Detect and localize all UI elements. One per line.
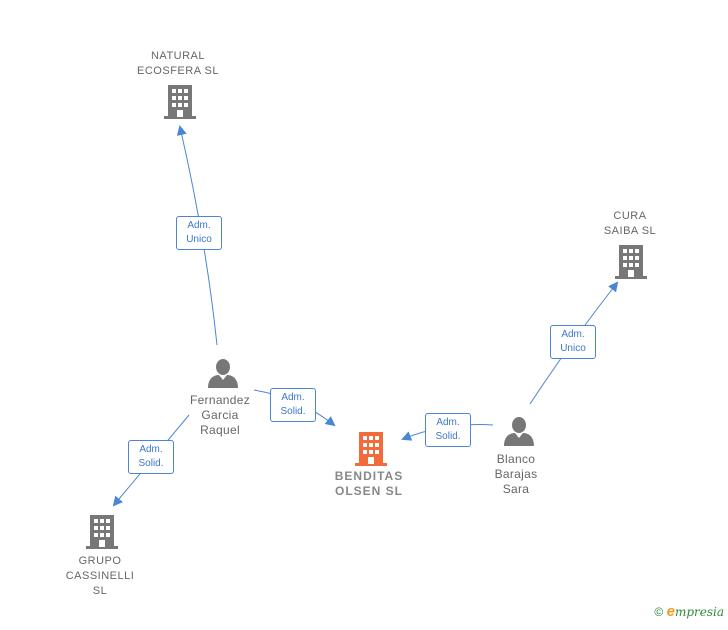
label-line: Barajas xyxy=(494,467,538,481)
node-label-cura-saiba[interactable]: CURA SAIBA SL xyxy=(580,209,680,239)
label-line: SL xyxy=(92,585,108,597)
label-line: Garcia xyxy=(201,408,239,422)
edge-label-line: Solid. xyxy=(138,458,164,469)
edge-label-fernandez-natural[interactable]: Adm. Unico xyxy=(176,216,222,250)
label-line: ECOSFERA SL xyxy=(137,65,219,77)
building-icon[interactable] xyxy=(615,245,647,279)
edge-label-line: Unico xyxy=(560,343,586,354)
person-icon[interactable] xyxy=(503,416,535,446)
node-label-natural-ecosfera[interactable]: NATURAL ECOSFERA SL xyxy=(118,49,238,79)
edge-label-line: Solid. xyxy=(435,431,461,442)
copyright-symbol: © xyxy=(654,605,664,619)
edge-label-line: Adm. xyxy=(561,329,585,340)
brand-logo-text: mpresia xyxy=(674,605,724,619)
edge-label-line: Adm. xyxy=(139,444,163,455)
label-line: Sara xyxy=(502,482,530,496)
edge-label-line: Solid. xyxy=(280,406,306,417)
edge-label-line: Adm. xyxy=(187,220,211,231)
edge-label-line: Unico xyxy=(186,234,212,245)
label-line: OLSEN SL xyxy=(334,484,403,498)
label-line: CURA xyxy=(613,210,647,222)
node-label-blanco[interactable]: Blanco Barajas Sara xyxy=(466,452,566,497)
label-line: BENDITAS xyxy=(334,469,404,483)
label-line: GRUPO xyxy=(78,555,122,567)
edge-label-line: Adm. xyxy=(436,417,460,428)
label-line: Fernandez xyxy=(189,393,251,407)
person-icon[interactable] xyxy=(207,358,239,388)
edge-label-blanco-cura[interactable]: Adm. Unico xyxy=(550,325,596,359)
node-label-grupo-cassinelli[interactable]: GRUPO CASSINELLI SL xyxy=(50,554,150,599)
label-line: NATURAL xyxy=(150,50,206,62)
edge-label-blanco-benditas[interactable]: Adm. Solid. xyxy=(425,413,471,447)
label-line: SAIBA SL xyxy=(603,225,657,237)
building-icon-main[interactable] xyxy=(355,432,387,466)
building-icon[interactable] xyxy=(86,515,118,549)
building-icon[interactable] xyxy=(164,85,196,119)
edge-label-fernandez-grupo[interactable]: Adm. Solid. xyxy=(128,440,174,474)
edge-label-line: Adm. xyxy=(281,392,305,403)
brand-logo-letter: e xyxy=(666,603,675,620)
node-label-fernandez[interactable]: Fernandez Garcia Raquel xyxy=(170,393,270,438)
label-line: CASSINELLI xyxy=(65,570,135,582)
footer-brand: © empresia xyxy=(654,603,724,620)
node-label-benditas[interactable]: BENDITAS OLSEN SL xyxy=(309,469,429,499)
label-line: Raquel xyxy=(200,423,240,437)
edge-label-fernandez-benditas[interactable]: Adm. Solid. xyxy=(270,388,316,422)
label-line: Blanco xyxy=(496,452,536,466)
